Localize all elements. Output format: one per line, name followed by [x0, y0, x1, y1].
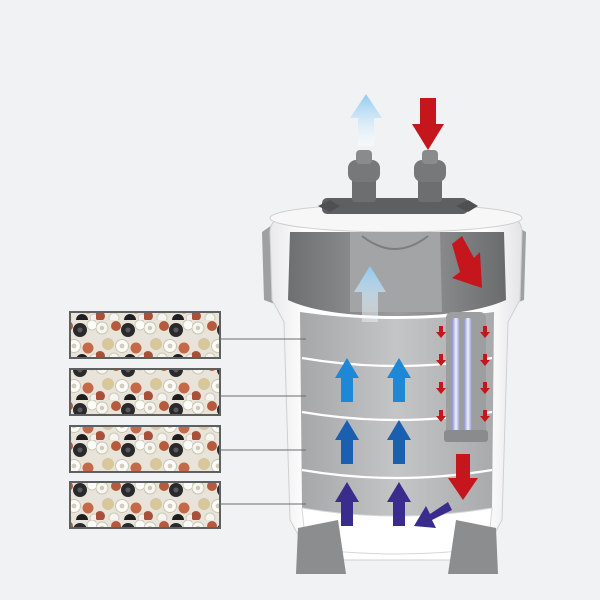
arrow-up-icon: [387, 358, 411, 402]
arrow-up-icon: [387, 482, 411, 526]
media-swatch: [69, 311, 306, 359]
arrow-down-icon: [452, 236, 482, 288]
media-swatch: [69, 481, 306, 529]
uv-flow-arrows: [436, 326, 490, 422]
valve-assembly: [318, 150, 478, 214]
uv-lamp: [444, 312, 488, 442]
left-foot: [296, 520, 346, 574]
media-swatch: [69, 425, 306, 473]
outlet-valve: [348, 150, 380, 202]
arrow-up-icon: [335, 420, 359, 464]
arrow-up-icon: [387, 420, 411, 464]
arrow-up-icon: [354, 266, 386, 322]
inlet-valve: [414, 150, 446, 202]
right-foot: [448, 520, 498, 574]
arrow-down-icon: [412, 98, 444, 150]
arrow-down-left-icon: [414, 502, 452, 528]
arrow-up-icon: [350, 94, 382, 146]
media-legend: [69, 311, 306, 529]
flow-arrows: [335, 94, 490, 528]
arrow-up-icon: [335, 482, 359, 526]
media-swatch: [69, 368, 306, 416]
arrow-down-icon: [448, 454, 478, 500]
arrow-up-icon: [335, 358, 359, 402]
